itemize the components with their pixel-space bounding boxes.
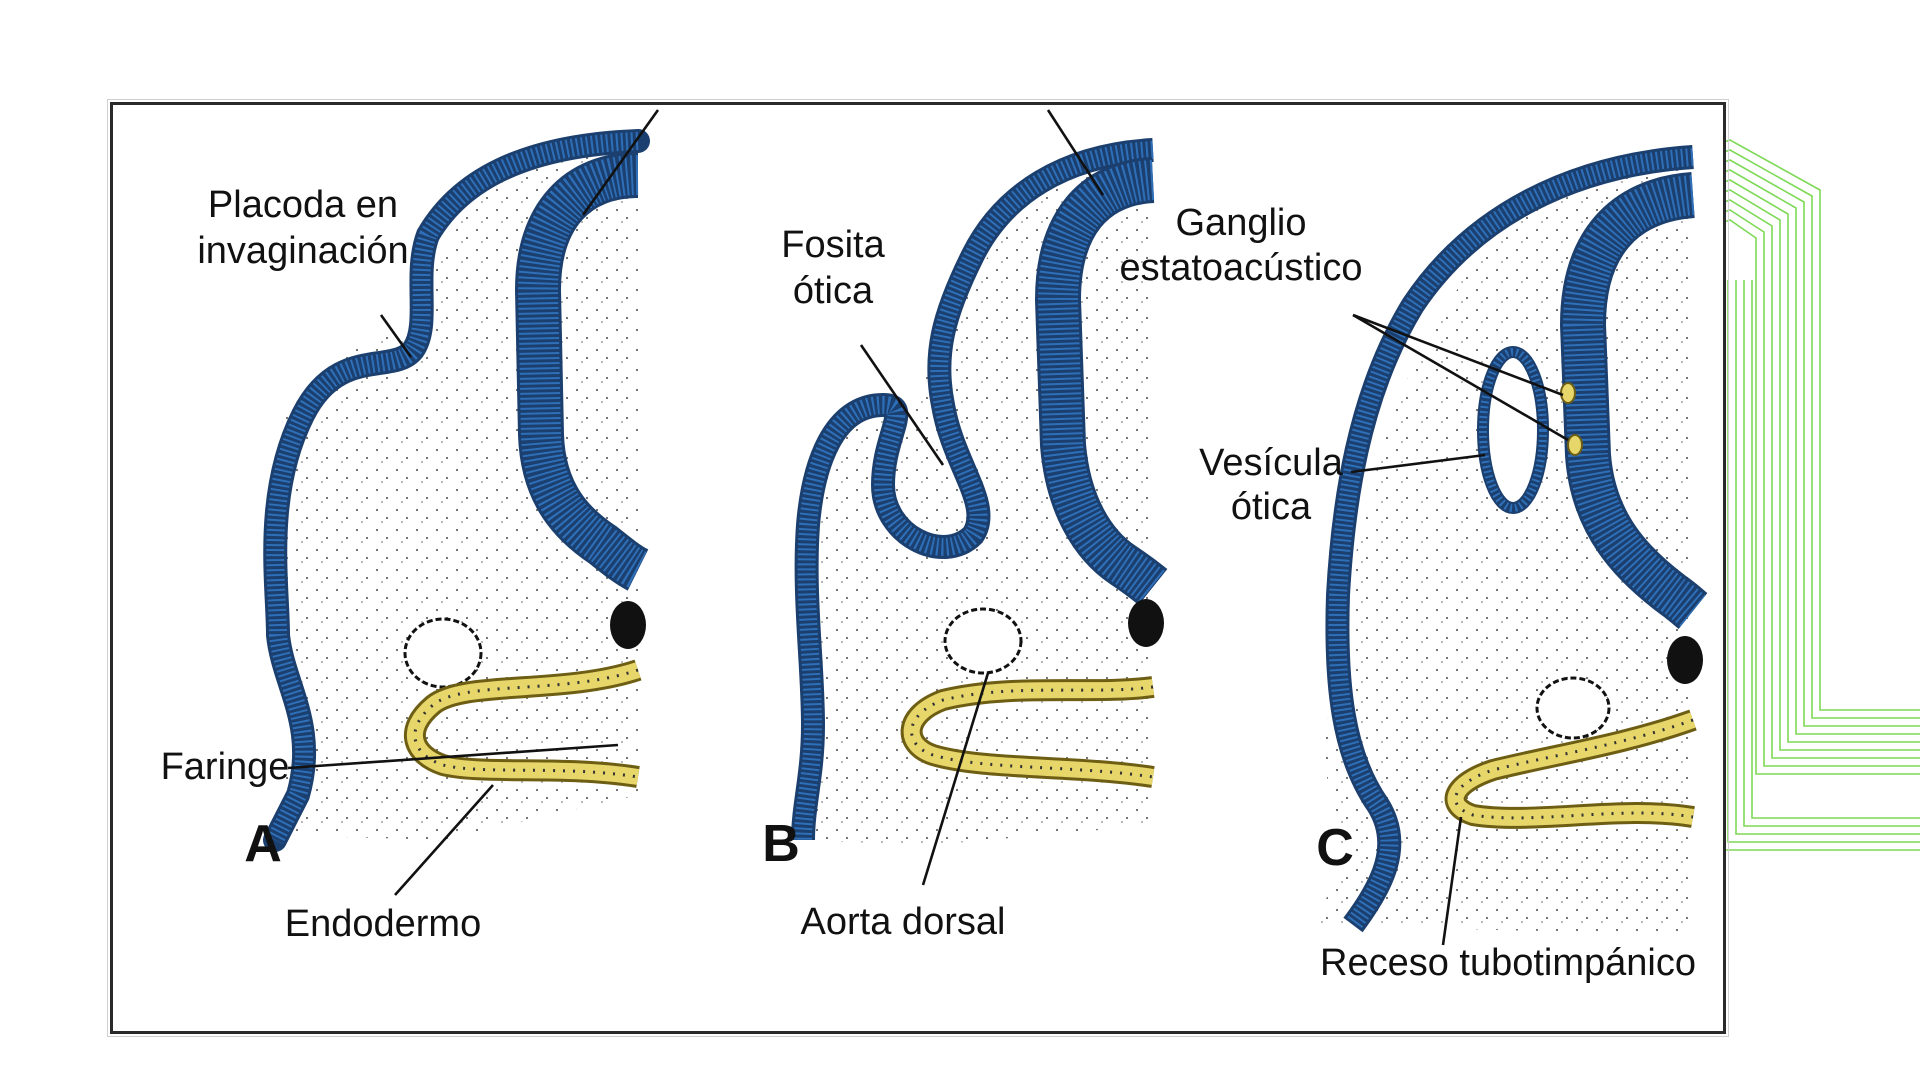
label-tubotympanic-recess: Receso tubotimpánico bbox=[1320, 942, 1696, 984]
surface-ectoderm-c bbox=[1325, 145, 1694, 933]
leader-otic-vesicle bbox=[1350, 453, 1486, 474]
figure-canvas: Placoda en invaginación Faringe Endoderm… bbox=[161, 109, 1708, 984]
label-otic-pit-line1: Fosita bbox=[781, 224, 885, 266]
notochord-c bbox=[1667, 636, 1703, 684]
label-ganglion-line2: estatoacústico bbox=[1120, 247, 1363, 289]
dorsal-aorta-c bbox=[1535, 676, 1611, 740]
leader-endoderm bbox=[394, 784, 494, 896]
dorsal-aorta-b bbox=[943, 607, 1023, 675]
leader-pharynx bbox=[287, 743, 619, 770]
notochord-b bbox=[1128, 599, 1164, 647]
neural-tube-c bbox=[1559, 172, 1708, 629]
leader-otic-pit bbox=[859, 344, 945, 466]
leader-ganglion-2 bbox=[1352, 313, 1569, 442]
decorative-green-lines bbox=[1700, 139, 1920, 851]
label-otic-vesicle-line1: Vesícula bbox=[1199, 442, 1344, 484]
surface-ectoderm-a bbox=[263, 129, 650, 852]
ganglion-cell-1 bbox=[1560, 382, 1576, 404]
leader-aorta bbox=[921, 672, 990, 886]
label-endoderm: Endodermo bbox=[285, 903, 481, 945]
panel-c: Ganglio estatoacústico Vesícula ótica C … bbox=[1120, 145, 1708, 984]
label-placode-line2: invaginación bbox=[197, 230, 408, 272]
label-otic-pit-line2: ótica bbox=[793, 270, 874, 312]
neural-tube-b bbox=[1034, 157, 1168, 605]
ganglion-cell-2 bbox=[1567, 434, 1583, 456]
embryology-figure: Placoda en invaginación Faringe Endoderm… bbox=[107, 99, 1729, 1037]
panel-letter-b: B bbox=[762, 815, 800, 873]
panel-letter-a: A bbox=[244, 815, 282, 873]
dorsal-aorta-a bbox=[403, 617, 483, 689]
leader-top-a bbox=[581, 109, 660, 216]
label-dorsal-aorta: Aorta dorsal bbox=[801, 901, 1006, 943]
panel-letter-c: C bbox=[1316, 819, 1354, 877]
notochord-a bbox=[610, 601, 646, 649]
panel-b: Fosita ótica Aorta dorsal B bbox=[762, 109, 1168, 943]
leader-placode bbox=[379, 314, 413, 358]
leader-recess bbox=[1441, 816, 1463, 946]
leader-top-b bbox=[1046, 109, 1105, 196]
leader-ganglion-1 bbox=[1352, 313, 1564, 397]
label-placode-line1: Placoda en bbox=[208, 184, 398, 226]
label-otic-vesicle-line2: ótica bbox=[1231, 486, 1312, 528]
label-ganglion-line1: Ganglio bbox=[1176, 202, 1307, 244]
label-pharynx: Faringe bbox=[161, 746, 290, 788]
panel-a: Placoda en invaginación Faringe Endoderm… bbox=[161, 109, 660, 945]
